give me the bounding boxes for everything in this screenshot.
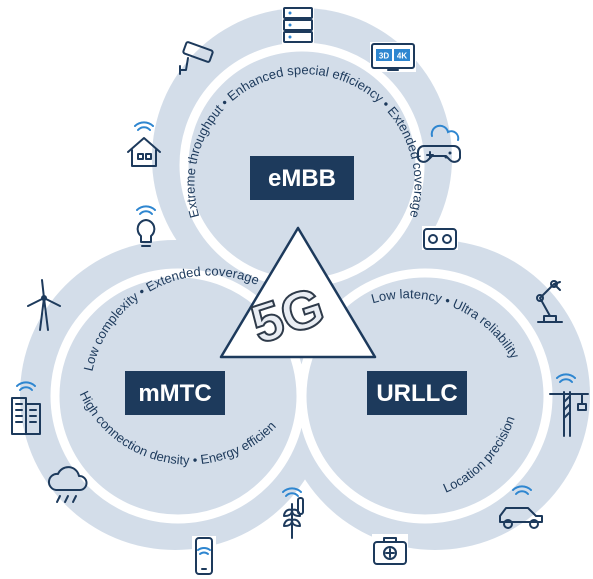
mmtc-label-box: mMTC: [125, 371, 225, 415]
weather-cloud-icon: [47, 466, 88, 503]
smart-agriculture-icon: [282, 487, 304, 539]
center-triangle: [219, 226, 377, 359]
mmtc-label: mMTC: [138, 380, 211, 407]
smart-building-icon: [11, 381, 41, 435]
robot-arm-icon: [536, 280, 563, 323]
crane-icon: [549, 373, 589, 437]
urllc-label: URLLC: [376, 380, 457, 407]
medical-kit-icon: [372, 534, 408, 568]
security-camera-icon: [179, 41, 214, 75]
embb-label: eMBB: [268, 165, 336, 192]
wind-turbine-icon: [27, 279, 61, 331]
3d-label: 3D: [379, 52, 389, 61]
4k-label: 4K: [397, 52, 407, 61]
3d-4k-display-icon: 3D 4K: [370, 42, 416, 72]
smartphone-icon: [192, 536, 216, 576]
game-controller-cloud-icon: [417, 124, 461, 163]
vr-headset-icon: [422, 226, 458, 250]
smart-bulb-icon: [136, 205, 156, 247]
embb-label-box: eMBB: [250, 156, 354, 200]
connected-car-icon: [499, 485, 543, 529]
urllc-label-box: URLLC: [367, 371, 467, 415]
server-rack-icon: [282, 6, 314, 44]
smart-home-icon: [127, 121, 161, 167]
